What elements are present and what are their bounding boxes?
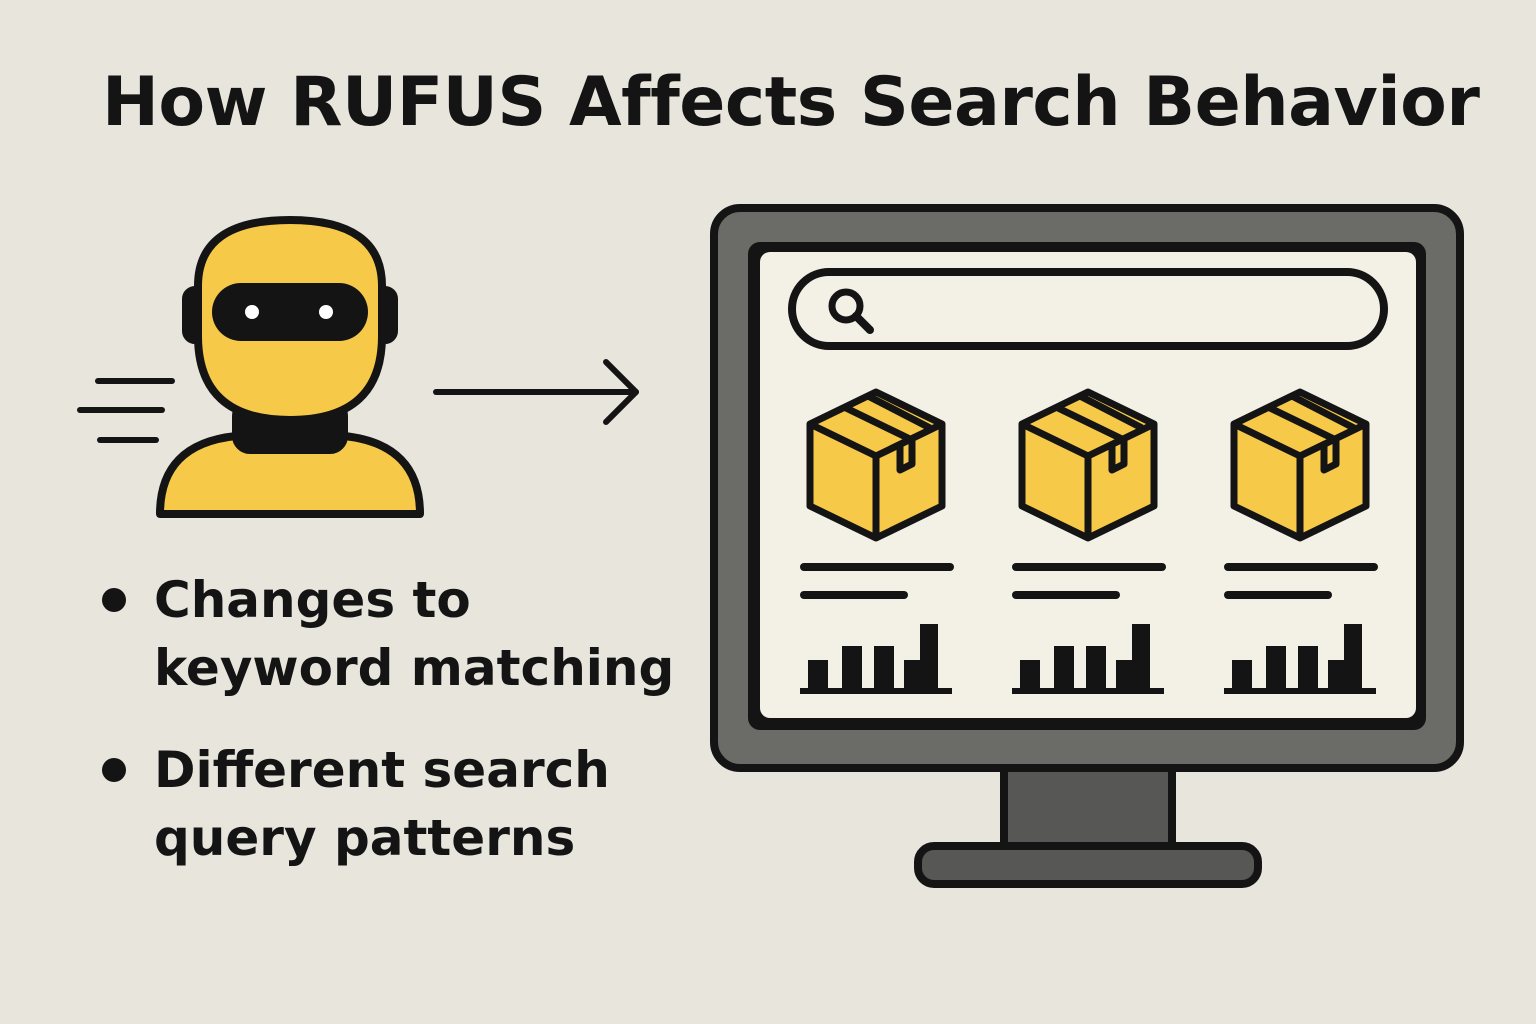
bullet-line: Different search <box>154 741 610 799</box>
robot-avatar-icon <box>156 216 424 518</box>
bullet-line: query patterns <box>154 809 576 867</box>
page-title: How RUFUS Affects Search Behavior <box>102 63 1480 142</box>
bullet-list: Changes to keyword matching Different se… <box>100 566 674 906</box>
arrow-right-icon <box>433 359 639 425</box>
search-bar[interactable] <box>788 268 1388 350</box>
bullet-line: keyword matching <box>154 639 675 697</box>
magnifier-icon <box>828 288 874 334</box>
speed-lines-icon <box>77 378 175 443</box>
bullet-line: Changes to <box>154 571 471 629</box>
bullet-item: Changes to keyword matching <box>100 566 674 702</box>
bullet-item: Different search query patterns <box>100 736 674 872</box>
bullet-dot <box>102 588 126 612</box>
bullet-dot <box>102 758 126 782</box>
